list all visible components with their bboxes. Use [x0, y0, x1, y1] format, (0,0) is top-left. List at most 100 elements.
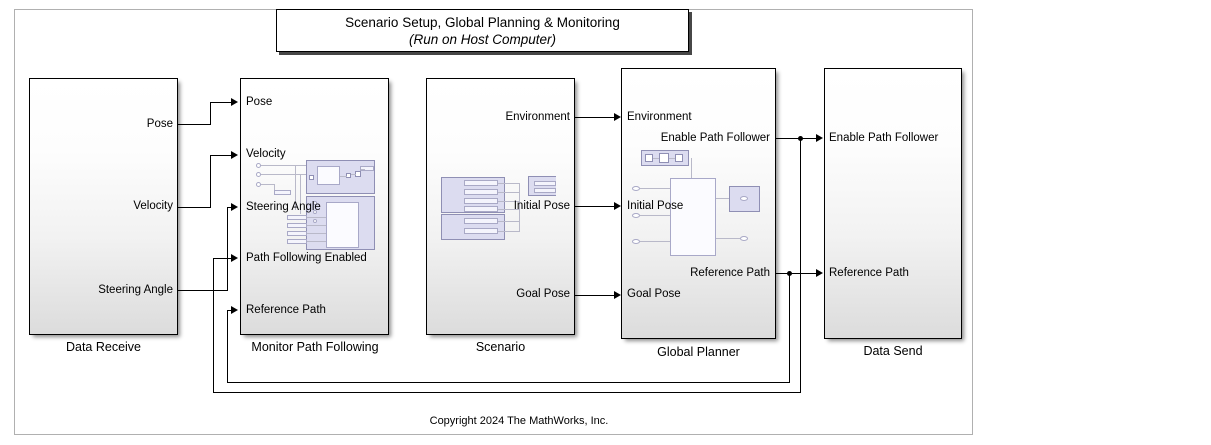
thumb-bus-slot-6 [464, 228, 498, 234]
thumb-gp-wire-b [669, 158, 675, 159]
thumb-slot-l4 [287, 239, 307, 244]
port-in-monitor-reference-path: Reference Path [246, 304, 326, 316]
thumb-slot-l1 [287, 215, 307, 220]
thumb-node-a [346, 173, 351, 178]
arrowhead-global-planner-initial-pose [614, 202, 621, 210]
thumb-side-block [528, 176, 556, 196]
thumb-bus-wire-4 [498, 209, 520, 210]
port-in-global-planner-environment: Environment [627, 111, 692, 123]
thumb-node-d [313, 201, 317, 205]
thumb-gp-sq-1 [645, 154, 653, 162]
thumb-core-block-lower [326, 202, 359, 248]
signal-reference-feedback-down [789, 273, 790, 383]
signal-steering-seg-h1 [178, 290, 228, 291]
thumb-bus-slot-5 [464, 218, 498, 224]
block-label-data-receive: Data Receive [65, 340, 142, 354]
thumb-inport-2 [256, 172, 261, 177]
thumb-bus-wire-5 [498, 221, 520, 222]
thumb-gp-inport-1 [632, 186, 640, 191]
thumb-side-slot-2 [534, 188, 556, 193]
port-out-global-planner-reference-path: Reference Path [690, 267, 770, 279]
model-title-line-2: (Run on Host Computer) [408, 31, 557, 47]
thumb-inport-1 [256, 163, 261, 168]
block-label-monitor-path-following: Monitor Path Following [251, 340, 379, 354]
thumb-wire-8 [295, 165, 296, 210]
thumb-wire-1 [340, 176, 347, 177]
thumb-slot-l2 [287, 223, 307, 228]
thumb-node-f [313, 219, 317, 223]
arrowhead-monitor-reference-path [231, 306, 238, 314]
thumb-gp-wire-e [640, 215, 670, 216]
thumb-bus-wire-1 [498, 183, 520, 184]
thumb-gp-wire-g [716, 198, 729, 199]
thumb-wire-6 [261, 184, 274, 185]
arrowhead-data-send-reference-path [816, 269, 823, 277]
thumbnail-global-planner [630, 146, 770, 258]
port-in-monitor-steering-angle: Steering Angle [246, 201, 321, 213]
signal-enable-feedback-in [213, 258, 232, 259]
arrowhead-monitor-steering-angle [231, 203, 238, 211]
thumb-gp-wire-f [640, 241, 670, 242]
port-in-data-send-enable-path-follower: Enable Path Follower [829, 132, 939, 144]
signal-pose-seg-v [210, 102, 211, 125]
port-out-scenario-environment: Environment [505, 111, 570, 123]
thumb-bus-wire-6 [498, 231, 520, 232]
thumb-bus-slot-2 [464, 189, 498, 195]
signal-goal-pose-seg [575, 295, 618, 296]
thumb-gp-sq-3 [675, 154, 683, 162]
port-out-scenario-initial-pose: Initial Pose [513, 200, 570, 212]
signal-pose-seg-h2 [210, 102, 232, 103]
thumb-gp-wire-d [640, 188, 670, 189]
model-title-line-1: Scenario Setup, Global Planning & Monito… [345, 14, 620, 30]
thumb-wire-2 [351, 174, 356, 175]
port-in-global-planner-initial-pose: Initial Pose [627, 200, 684, 212]
thumb-wire-7 [274, 184, 275, 192]
block-data-receive[interactable] [29, 78, 178, 335]
signal-steering-seg-h2 [227, 207, 232, 208]
thumb-bus-slot-1 [464, 180, 498, 186]
arrowhead-global-planner-environment [614, 113, 621, 121]
thumb-slot-left [274, 190, 291, 195]
block-data-send[interactable] [824, 68, 962, 339]
port-out-data-receive-pose: Pose [146, 118, 173, 130]
thumb-wire-13 [307, 241, 326, 242]
port-in-monitor-path-following-enabled: Path Following Enabled [246, 252, 367, 264]
signal-velocity-seg-v [210, 155, 211, 208]
thumb-gp-sq-2 [659, 153, 669, 163]
port-out-data-receive-steering-angle: Steering Angle [98, 284, 173, 296]
thumbnail-monitor-path-following [254, 158, 376, 252]
signal-reference-feedback-in [227, 310, 232, 311]
thumb-wire-11 [307, 225, 326, 226]
signal-initial-pose-seg [575, 206, 618, 207]
thumb-side-slot-1 [534, 181, 556, 186]
thumb-gp-inport-2 [632, 213, 640, 218]
signal-reference-feedback-up [227, 310, 228, 383]
thumb-inport-3 [256, 182, 261, 187]
signal-pose-seg-h1 [178, 124, 211, 125]
thumb-gp-wire-h [716, 238, 740, 239]
thumbnail-scenario [438, 172, 556, 244]
arrowhead-data-send-enable-path-follower [816, 134, 823, 142]
thumb-wire-3 [361, 169, 365, 170]
signal-reference-feedback-across [227, 382, 790, 383]
port-out-data-receive-velocity: Velocity [133, 200, 173, 212]
thumb-bus-slot-3 [464, 198, 498, 204]
thumb-wire-9 [300, 174, 301, 214]
model-title-annotation: Scenario Setup, Global Planning & Monito… [276, 9, 689, 52]
port-in-monitor-pose: Pose [246, 96, 273, 108]
copyright-notice: Copyright 2024 The MathWorks, Inc. [429, 415, 609, 427]
thumb-bus-trunk [519, 183, 520, 231]
thumb-bus-slot-4 [464, 206, 498, 212]
port-out-scenario-goal-pose: Goal Pose [516, 288, 570, 300]
thumb-bus-wire-3 [498, 201, 520, 202]
block-label-global-planner: Global Planner [657, 345, 740, 359]
port-in-data-send-reference-path: Reference Path [829, 267, 909, 279]
thumb-gp-wire-c [691, 158, 692, 178]
signal-enable-feedback-down [800, 138, 801, 393]
thumb-core-block-upper [317, 166, 340, 185]
arrowhead-global-planner-goal-pose [614, 291, 621, 299]
thumb-slot-l3 [287, 231, 307, 236]
thumb-wire-12 [307, 233, 326, 234]
block-label-data-send: Data Send [863, 344, 923, 358]
thumb-gp-outport [740, 236, 748, 241]
